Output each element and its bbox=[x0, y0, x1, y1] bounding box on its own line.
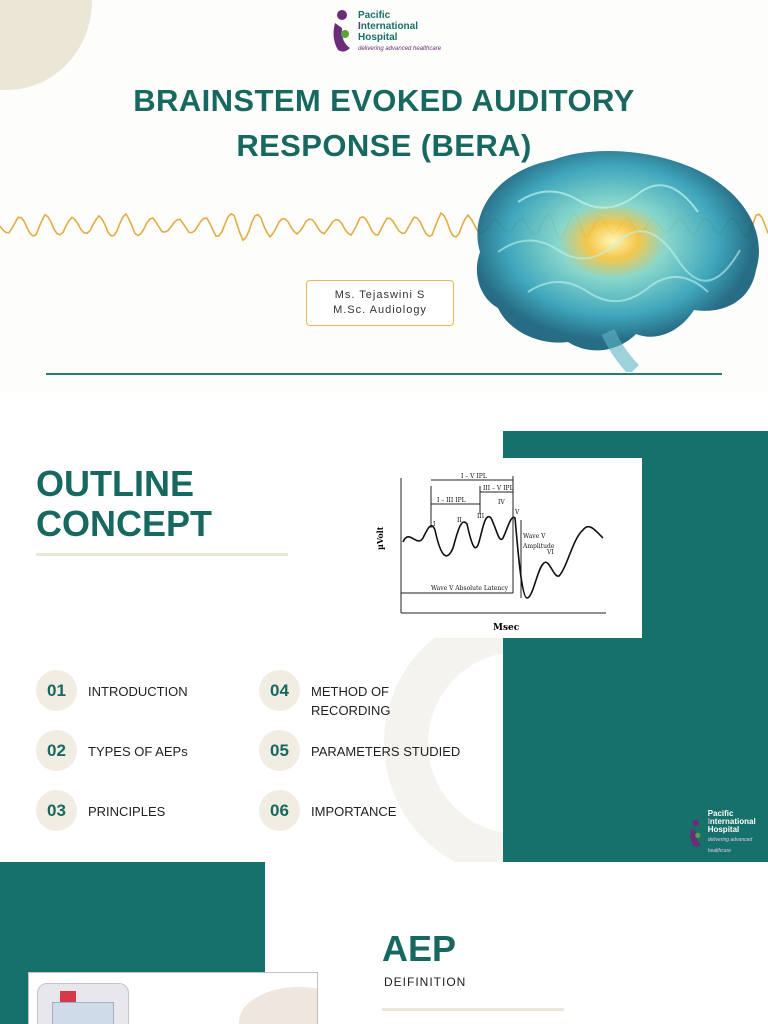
outline-underline bbox=[36, 553, 288, 556]
aep-subtitle: DEIFINITION bbox=[384, 975, 467, 989]
outline-number: 02 bbox=[36, 730, 77, 771]
amplitude-label-2: Amplitude bbox=[522, 543, 555, 550]
presenter-name: Ms. Tejaswini S bbox=[334, 289, 426, 301]
peak-label-iv: IV bbox=[498, 499, 505, 506]
logo-line-2: International bbox=[708, 818, 768, 826]
interval-label-i-v: I – V IPL bbox=[461, 473, 487, 480]
waveform-trace bbox=[402, 515, 604, 599]
outline-item-03: 03 PRINCIPLES bbox=[36, 790, 238, 831]
logo-tagline: delivering advanced healthcare bbox=[358, 45, 442, 52]
outline-label: TYPES OF AEPs bbox=[88, 744, 188, 759]
title-line-1: BRAINSTEM EVOKED AUDITORY bbox=[133, 83, 635, 118]
aep-underline bbox=[382, 1008, 564, 1011]
presenter-info-box: Ms. Tejaswini S M.Sc. Audiology bbox=[306, 280, 454, 326]
outline-label: INTRODUCTION bbox=[88, 684, 188, 699]
logo-line-3: Hospital bbox=[707, 825, 740, 834]
hospital-logo-small: Pacific International Hospital deliverin… bbox=[688, 810, 768, 857]
peak-label-vi: VI bbox=[546, 549, 554, 556]
logo-initial: I bbox=[707, 817, 710, 826]
outline-label: PRINCIPLES bbox=[88, 804, 166, 819]
logo-line-3: Hospital bbox=[358, 31, 398, 43]
brain-illustration bbox=[476, 150, 759, 372]
section-divider bbox=[46, 373, 722, 375]
outline-title: OUTLINE CONCEPT bbox=[36, 464, 212, 544]
outline-number: 06 bbox=[259, 790, 300, 831]
bera-device bbox=[37, 983, 129, 1024]
outline-label: PARAMETERS STUDIED bbox=[311, 744, 461, 759]
corner-decoration bbox=[0, 0, 92, 90]
outline-item-01: 01 INTRODUCTION bbox=[36, 670, 238, 711]
outline-item-05: 05 PARAMETERS STUDIED bbox=[259, 730, 461, 771]
presenter-degree: M.Sc. Audiology bbox=[333, 304, 427, 316]
logo-line-1: Pacific bbox=[707, 809, 734, 818]
interval-label-i-iii: I – III IPL bbox=[437, 497, 466, 504]
device-screen bbox=[52, 1002, 114, 1024]
amplitude-label-1: Wave V bbox=[523, 533, 546, 540]
outline-slide: OUTLINE CONCEPT µVolt Msec I II bbox=[0, 398, 768, 862]
outline-title-line-1: OUTLINE bbox=[36, 463, 194, 504]
interval-label-iii-v: III – V IPL bbox=[483, 485, 514, 492]
logo-line-1: Pacific bbox=[358, 9, 391, 21]
outline-label: METHOD OF RECORDING bbox=[311, 684, 391, 718]
hospital-logo-text: Pacific International Hospital deliverin… bbox=[358, 10, 441, 55]
hospital-logo-text: Pacific International Hospital deliverin… bbox=[708, 810, 768, 857]
outline-number: 04 bbox=[259, 670, 300, 711]
logo-line-2: International bbox=[358, 21, 441, 32]
outline-label: IMPORTANCE bbox=[311, 804, 397, 819]
outline-number: 01 bbox=[36, 670, 77, 711]
outline-item-04: 04 METHOD OF RECORDING bbox=[259, 670, 411, 720]
cover-slide: Pacific International Hospital deliverin… bbox=[0, 0, 768, 392]
hospital-logo: Pacific International Hospital deliverin… bbox=[330, 8, 441, 56]
peak-label-i: I bbox=[433, 521, 436, 528]
outline-item-06: 06 IMPORTANCE bbox=[259, 790, 461, 831]
patient-head bbox=[239, 987, 317, 1024]
aep-title: AEP bbox=[382, 928, 457, 969]
latency-label: Wave V Absolute Latency bbox=[431, 585, 509, 592]
logo-line-2-rest: nternational bbox=[709, 817, 756, 826]
logo-tagline: delivering advanced healthcare bbox=[707, 837, 753, 854]
outline-title-line-2: CONCEPT bbox=[36, 503, 213, 544]
logo-initial: I bbox=[358, 20, 361, 32]
y-axis-label: µVolt bbox=[375, 526, 385, 550]
aep-slide: AEP DEIFINITION bbox=[0, 862, 768, 1024]
hospital-logo-icon bbox=[333, 10, 350, 52]
title-line-2: RESPONSE (BERA) bbox=[236, 128, 532, 163]
bera-waveform-chart: µVolt Msec I II III IV V VI I – V IPL II… bbox=[375, 473, 606, 633]
bera-waveform-figure: µVolt Msec I II III IV V VI I – V IPL II… bbox=[371, 458, 642, 638]
device-logo-icon bbox=[60, 991, 76, 1002]
peak-label-ii: II bbox=[457, 517, 462, 524]
page-title: BRAINSTEM EVOKED AUDITORY RESPONSE (BERA… bbox=[84, 78, 684, 168]
logo-line-2-rest: nternational bbox=[360, 20, 419, 32]
outline-number: 03 bbox=[36, 790, 77, 831]
outline-item-02: 02 TYPES OF AEPs bbox=[36, 730, 238, 771]
outline-number: 05 bbox=[259, 730, 300, 771]
x-axis-label: Msec bbox=[493, 623, 520, 633]
peak-label-iii: III bbox=[477, 513, 485, 520]
bera-device-photo bbox=[28, 972, 318, 1024]
peak-label-v: V bbox=[514, 509, 520, 516]
hospital-logo-icon bbox=[690, 819, 702, 847]
